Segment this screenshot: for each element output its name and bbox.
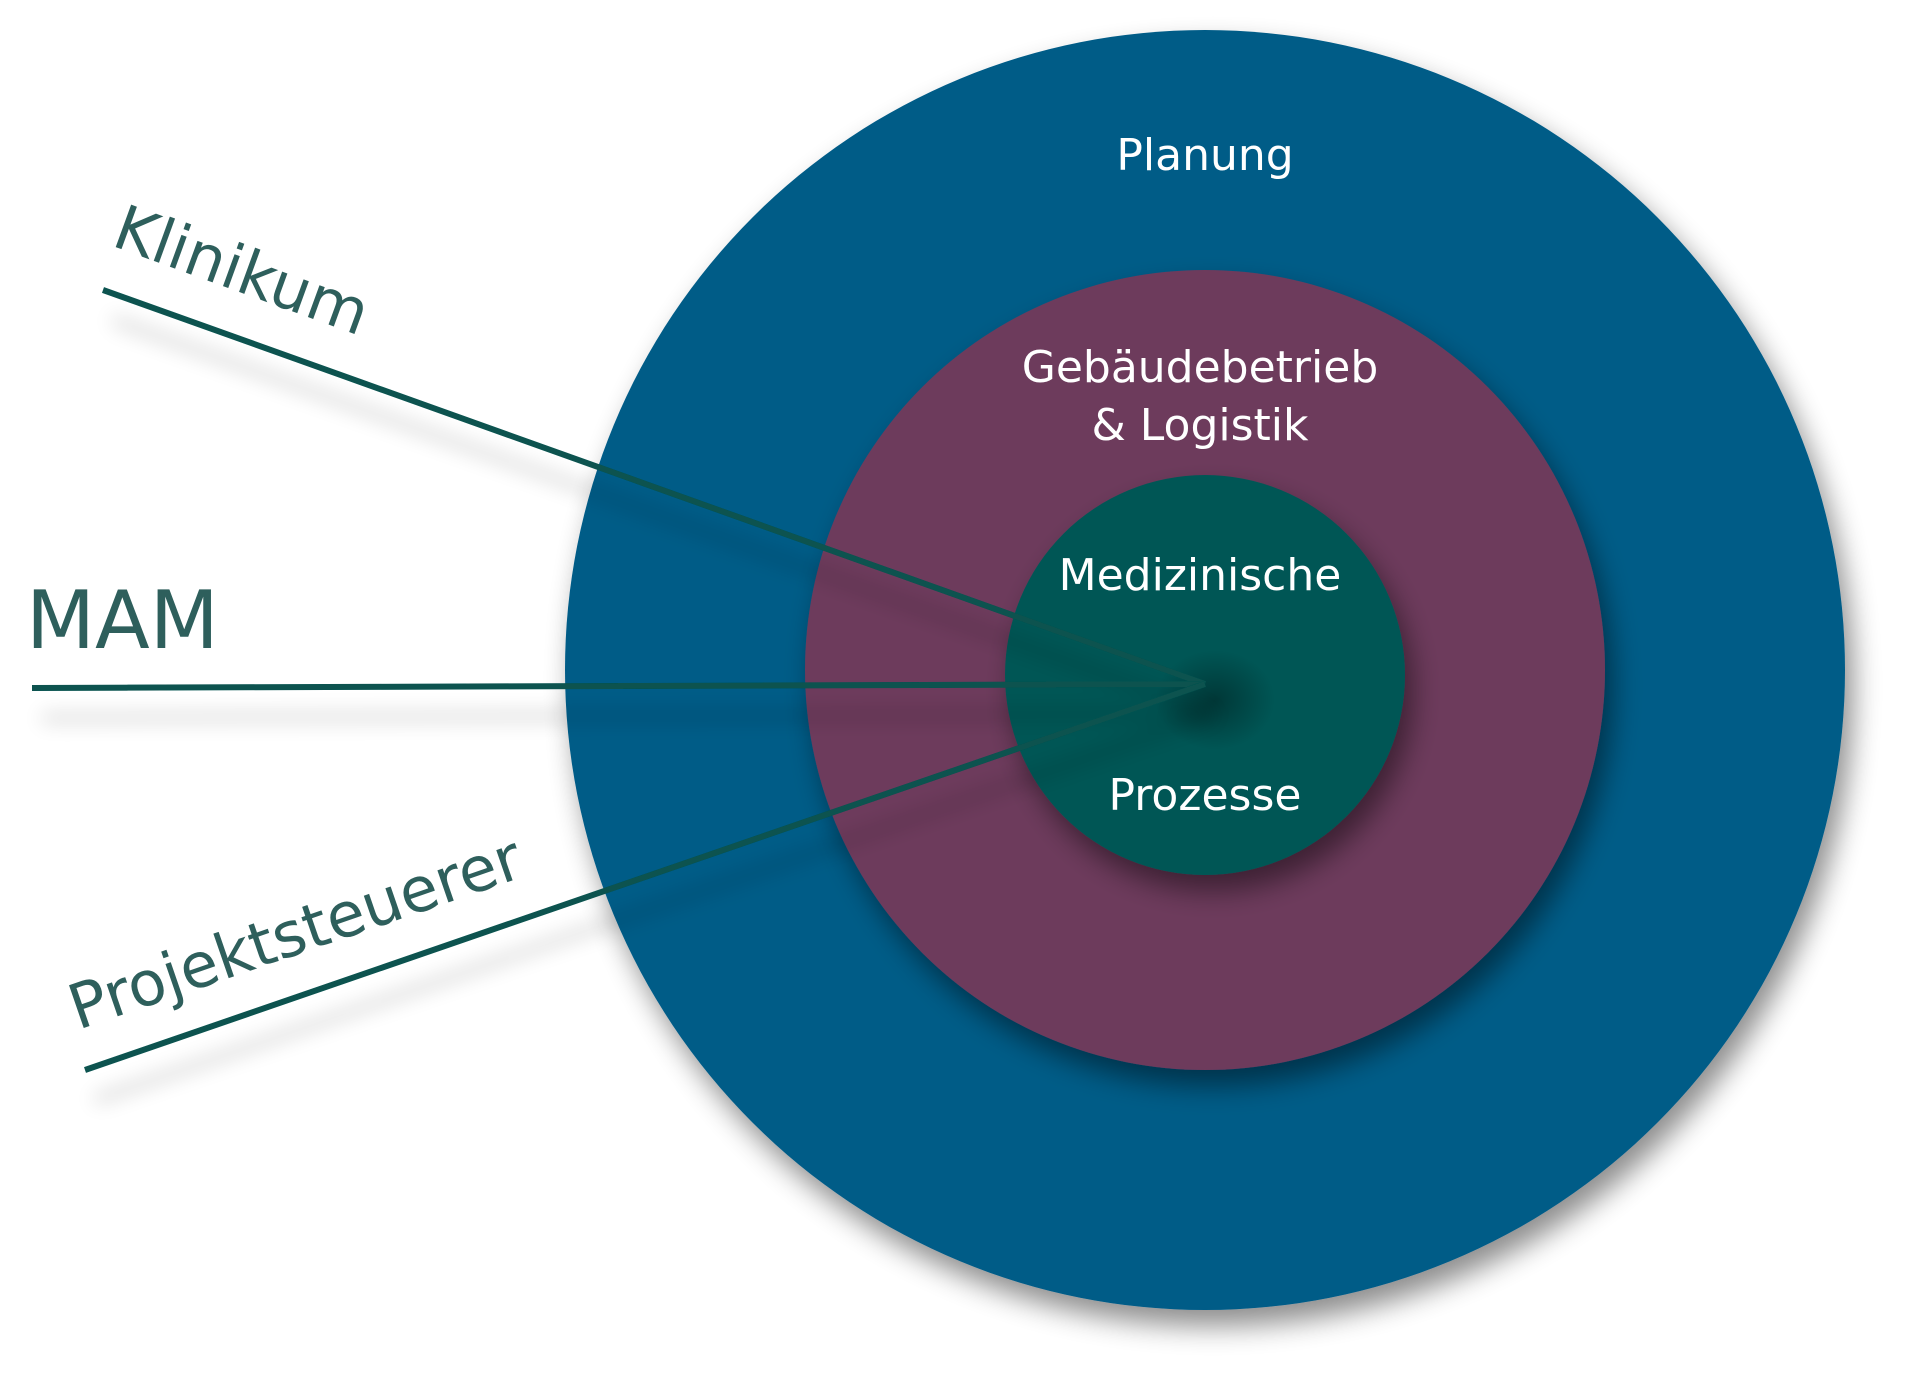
stakeholder-lines: [31, 287, 1207, 1073]
label-klinikum: Klinikum: [105, 190, 379, 349]
label-projektsteuerer: Projektsteuerer: [59, 821, 531, 1044]
label-prozesse: Prozesse: [1109, 770, 1302, 821]
label-medizinische: Medizinische: [1059, 550, 1342, 601]
center-shadow: [1155, 650, 1275, 750]
line-mam: [31, 681, 1206, 691]
label-gebaeudebetrieb-line2: & Logistik: [1092, 400, 1310, 451]
line-klinikum: [101, 287, 1207, 687]
label-gebaeudebetrieb-line1: Gebäudebetrieb: [1022, 342, 1379, 393]
label-mam: MAM: [26, 574, 219, 667]
label-planung: Planung: [1116, 130, 1293, 181]
line-projektsteuerer: [84, 681, 1206, 1073]
